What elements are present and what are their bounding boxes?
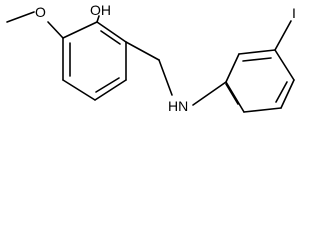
structure-canvas: OH O HN I <box>6 2 296 114</box>
bond <box>158 59 173 96</box>
bond <box>100 30 121 45</box>
bond <box>280 79 295 109</box>
amine-label: HN <box>168 98 188 114</box>
bond <box>238 49 276 55</box>
bond <box>275 81 288 103</box>
phenol-ring <box>62 21 127 101</box>
bond <box>192 81 227 106</box>
bond <box>62 79 96 101</box>
bond <box>95 77 120 93</box>
methoxy-oxygen-label: O <box>35 4 46 20</box>
bond <box>225 53 240 83</box>
hydroxyl-label: OH <box>90 2 111 18</box>
bond <box>96 15 100 23</box>
bond <box>62 21 98 39</box>
bond <box>225 83 239 105</box>
bond <box>47 21 64 39</box>
iodine-label: I <box>292 5 296 21</box>
aniline-ring <box>225 49 295 113</box>
bond <box>96 21 127 43</box>
bond <box>125 41 160 61</box>
bond <box>243 107 282 113</box>
bond <box>274 20 292 51</box>
chemical-structure-diagram: OH O HN I <box>6 2 296 114</box>
bond <box>94 79 127 101</box>
bond <box>242 57 272 62</box>
bond <box>6 11 35 23</box>
bond <box>225 81 245 113</box>
bond <box>274 49 295 81</box>
